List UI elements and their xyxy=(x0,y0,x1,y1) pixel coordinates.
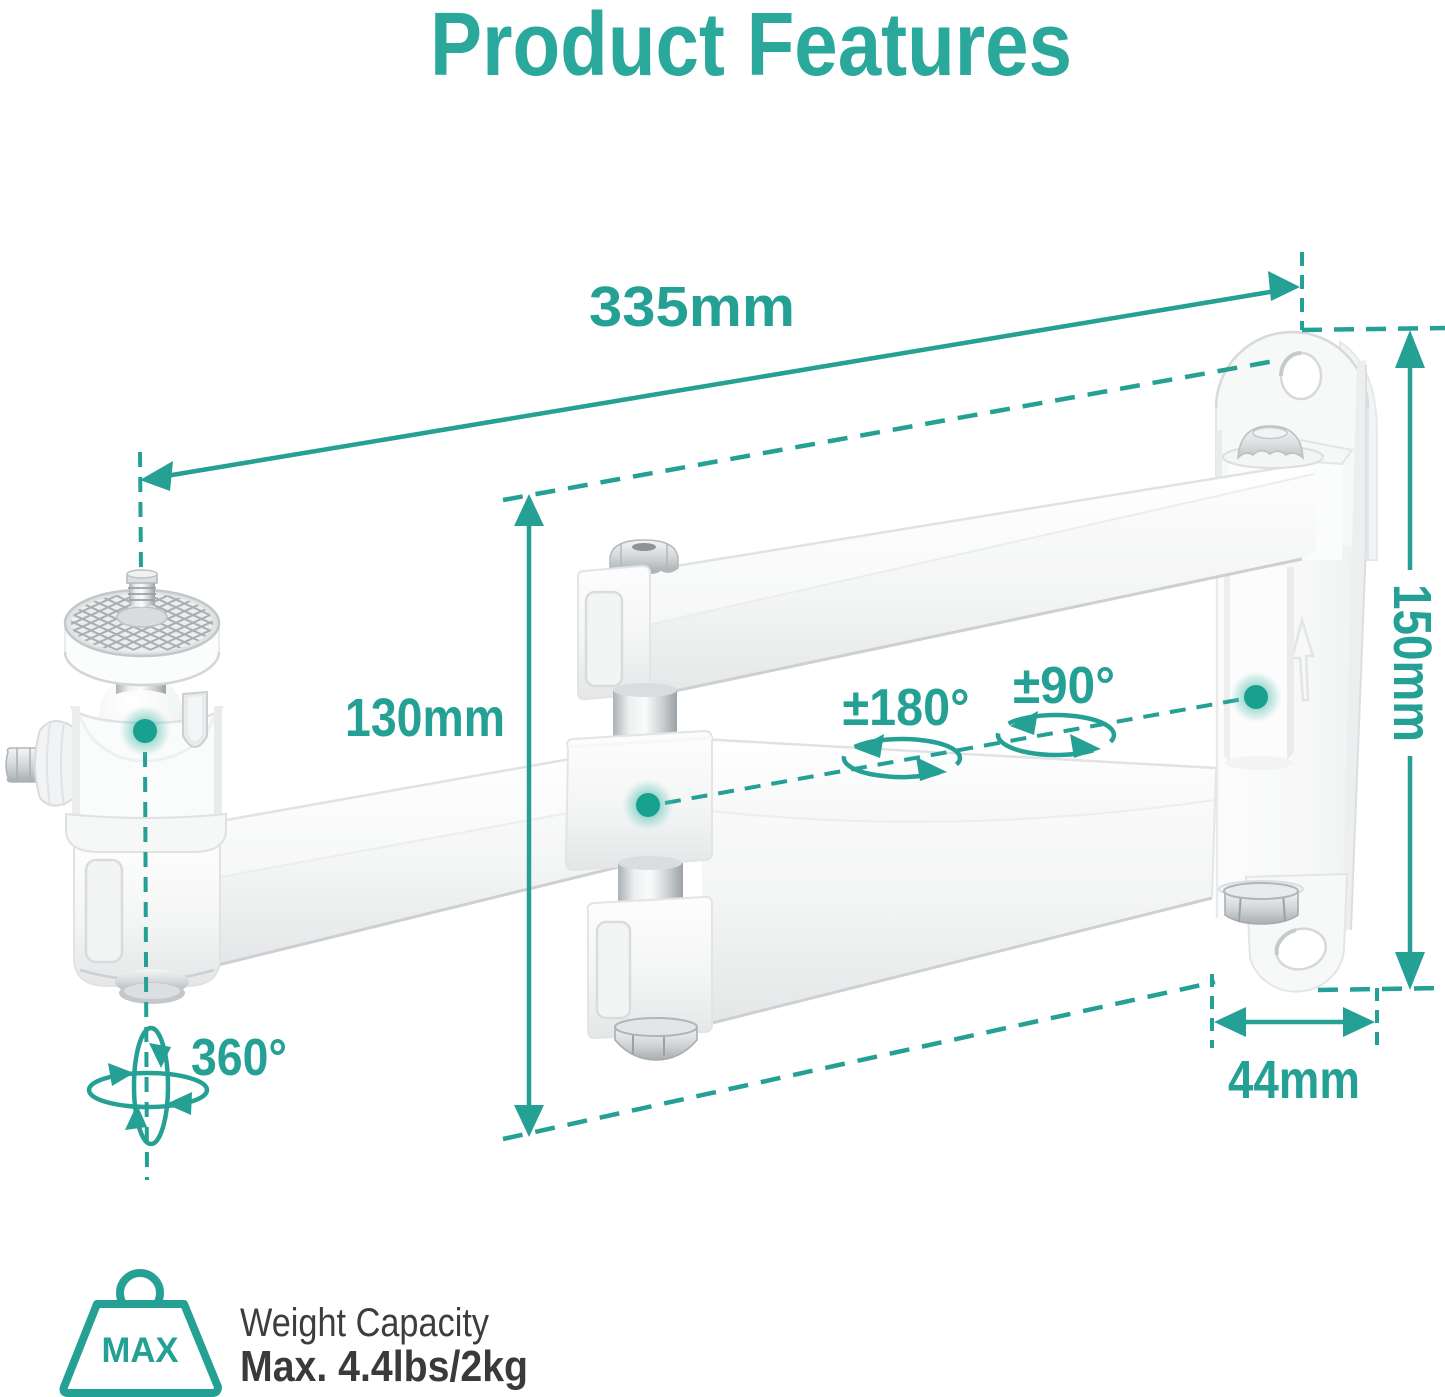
svg-text:MAX: MAX xyxy=(102,1331,180,1370)
svg-text:±180°: ±180° xyxy=(843,679,970,737)
svg-text:Weight Capacity: Weight Capacity xyxy=(240,1301,489,1345)
svg-text:Product Features: Product Features xyxy=(430,0,1072,95)
svg-text:150mm: 150mm xyxy=(1382,584,1442,742)
svg-text:360°: 360° xyxy=(191,1029,287,1087)
svg-text:44mm: 44mm xyxy=(1228,1050,1360,1110)
svg-text:Max. 4.4lbs/2kg: Max. 4.4lbs/2kg xyxy=(240,1342,528,1391)
svg-text:335mm: 335mm xyxy=(589,275,795,339)
svg-text:130mm: 130mm xyxy=(345,688,505,748)
svg-text:±90°: ±90° xyxy=(1013,657,1115,715)
